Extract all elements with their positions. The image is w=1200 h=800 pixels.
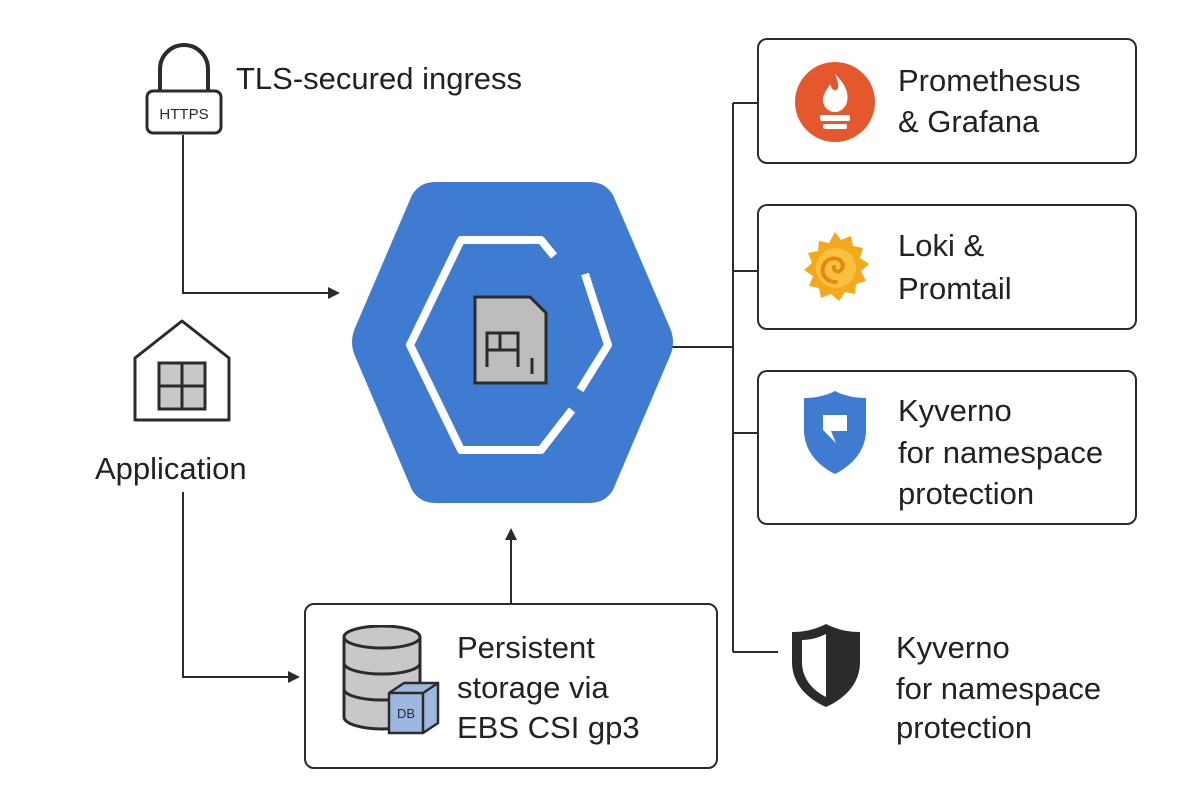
prometheus-icon: [795, 62, 875, 142]
blue-shield-icon: [804, 391, 866, 474]
lock-text: HTTPS: [159, 106, 208, 123]
loki-label-line-2: Promtail: [898, 271, 1012, 306]
kyverno-2-label-line-3: protection: [896, 710, 1033, 745]
storage-label-line-3: EBS CSI gp3: [457, 710, 640, 745]
kyverno-2-label-line-2: for namespace: [896, 671, 1102, 706]
application-label: Application: [95, 451, 247, 486]
kyverno-label-line-2: for namespace: [898, 435, 1104, 470]
storage-label-line-1: Persistent: [457, 630, 595, 665]
kyverno-label-line-1: Kyverno: [898, 393, 1012, 428]
database-icon: DB: [342, 625, 440, 735]
kyverno-label-line-3: protection: [898, 476, 1035, 511]
grafana-swirl-icon: [804, 232, 869, 301]
lock-icon: HTTPS: [145, 43, 223, 135]
black-shield-icon: [792, 624, 860, 707]
kyverno-2-label-line-1: Kyverno: [896, 630, 1010, 665]
kyverno-box: Kyverno for namespace protection: [757, 370, 1137, 525]
storage-box: DB Persistent storage via EBS CSI gp3: [304, 603, 718, 769]
prometheus-grafana-box: Promethesus & Grafana: [757, 38, 1137, 164]
application-storage-connector: [182, 492, 300, 683]
house-icon: [133, 319, 231, 422]
storage-label-line-2: storage via: [457, 670, 609, 705]
db-badge-text: DB: [397, 706, 415, 721]
prometheus-label-line-2: & Grafana: [898, 104, 1040, 139]
ingress-label: TLS-secured ingress: [236, 61, 523, 96]
loki-promtail-box: Loki & Promtail: [757, 204, 1137, 330]
ingress-connector: [182, 135, 340, 299]
loki-label-line-1: Loki &: [898, 228, 985, 263]
kubernetes-node-icon: [352, 182, 673, 503]
prometheus-label-line-1: Promethesus: [898, 63, 1081, 98]
